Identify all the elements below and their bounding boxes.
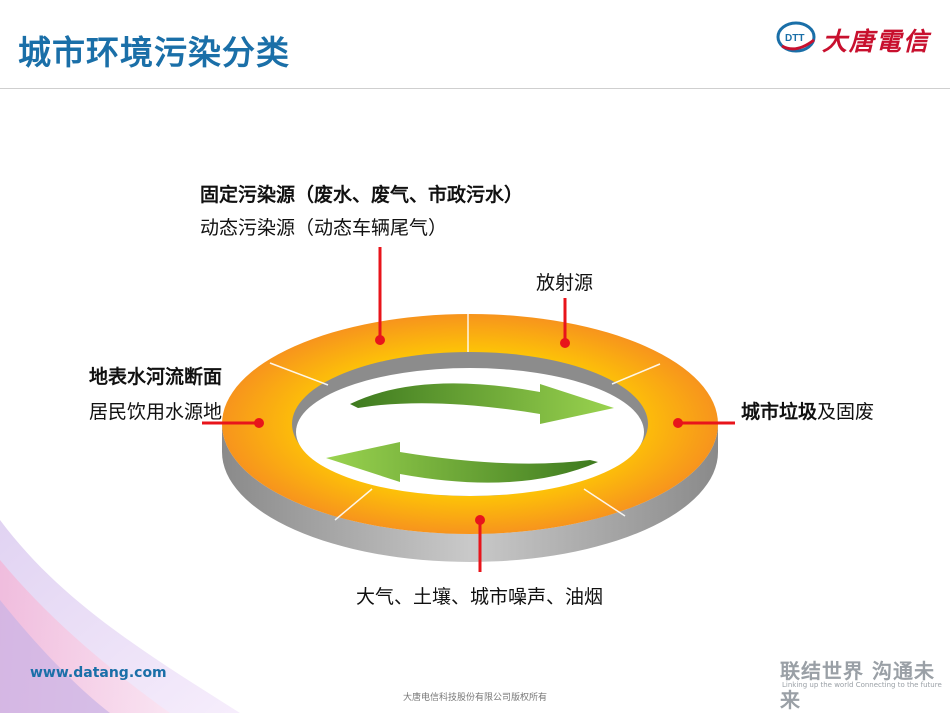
logo-mark-text: DTT	[785, 33, 804, 44]
logo-name: 大唐電信	[822, 27, 931, 56]
label-urban-waste: 城市垃圾及固废	[741, 397, 874, 424]
page-title: 城市环境污染分类	[18, 33, 290, 72]
label-urban-waste-bold: 城市垃圾	[741, 401, 818, 423]
company-logo: DTT 大唐電信	[776, 18, 936, 58]
copyright-text: 大唐电信科技股份有限公司版权所有	[402, 693, 547, 703]
label-pointers	[202, 247, 735, 572]
ring-side	[222, 424, 718, 562]
slogan: 联结世界 沟通未来	[780, 659, 935, 712]
title-divider	[0, 88, 950, 89]
label-surface-water: 地表水河流断面	[89, 366, 223, 388]
logo-mark-icon: DTT	[776, 21, 816, 53]
label-drinking-water: 居民饮用水源地	[89, 401, 223, 423]
label-urban-waste-rest: 及固废	[817, 401, 875, 423]
label-air-soil-noise: 大气、土壤、城市噪声、油烟	[356, 586, 604, 608]
slogan-subtitle: Linking up the world Connecting to the f…	[782, 681, 942, 689]
label-radiation-source: 放射源	[536, 272, 594, 294]
ring-segment-dividers	[269, 314, 661, 521]
label-mobile-source: 动态污染源（动态车辆尾气）	[200, 217, 448, 239]
pointer-dots	[254, 335, 683, 525]
website-link[interactable]: www.datang.com	[30, 665, 167, 681]
circular-arrow-left-icon	[326, 442, 598, 483]
label-fixed-source: 固定污染源（废水、废气、市政污水）	[200, 184, 524, 206]
circular-arrow-right-icon	[350, 383, 614, 424]
